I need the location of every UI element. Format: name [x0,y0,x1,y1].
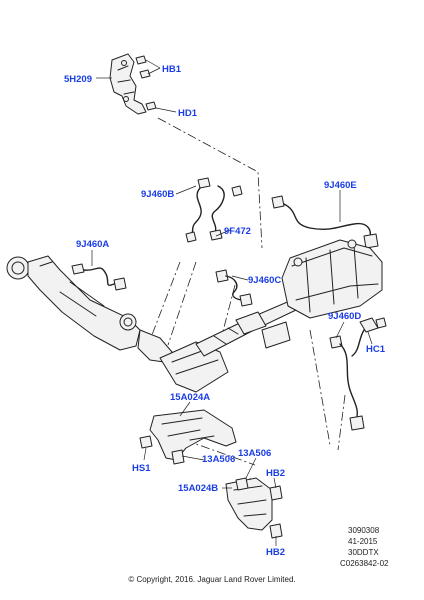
callout-9j460d: 9J460D [328,311,361,322]
callout-9j460e: 9J460E [324,180,357,191]
bracket-5h209 [109,53,157,115]
callout-hb2-a: HB2 [266,468,285,479]
sensor-9j460c [215,269,253,307]
copyright-notice: © Copyright, 2016. Jaguar Land Rover Lim… [128,575,295,584]
callout-hb2-b: HB2 [266,547,285,558]
exhaust-pipe [195,299,297,357]
heat-shield-15a024a [139,409,237,465]
callout-9j460b: 9J460B [141,189,174,200]
sensor-9j460b [185,177,243,243]
leader-lines [91,59,373,546]
callout-5h209: 5H209 [64,74,92,85]
sensor-9j460d [329,317,387,431]
callout-labels: 5H209 HB1 HD1 9J460B 9F472 9J460E 9J460A… [64,64,386,558]
ref-line-2: 41-2015 [348,537,378,546]
sensor-9j460a [71,263,127,291]
callout-15a024a: 15A024A [170,392,210,403]
callout-hd1: HD1 [178,108,198,119]
callout-15a024b: 15A024B [178,483,218,494]
callout-hs1: HS1 [132,463,151,474]
particulate-filter [281,239,383,319]
ref-line-4: C0263842-02 [340,559,389,568]
reference-block: 3090308 41-2015 30DDTX C0263842-02 [340,526,389,568]
ref-line-3: 30DDTX [348,548,379,557]
callout-hb1: HB1 [162,64,182,75]
heat-shield-15a024b [225,477,283,539]
callout-9f472: 9F472 [224,226,251,237]
callout-hc1: HC1 [366,344,386,355]
callout-13a506-b: 13A506 [238,448,271,459]
callout-13a506-a: 13A506 [202,454,235,465]
callout-9j460a: 9J460A [76,239,109,250]
catalytic-converter [6,255,229,393]
ref-line-1: 3090308 [348,526,380,535]
callout-9j460c: 9J460C [248,275,281,286]
sensor-9j460e [271,195,379,249]
